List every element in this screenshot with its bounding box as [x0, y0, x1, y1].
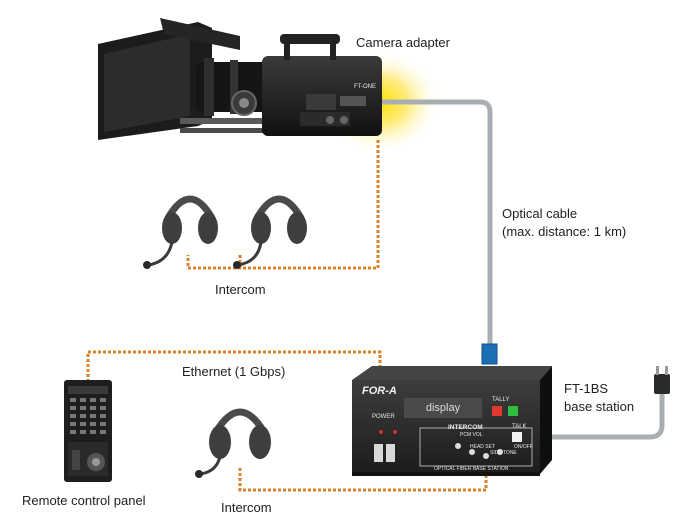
base-station-label-line2: base station	[564, 399, 635, 414]
base-station-footer: OPTICAL FIBER BASE STATION	[434, 466, 509, 472]
optical-cable-label-line1: Optical cable	[502, 206, 578, 221]
power-cable	[552, 392, 665, 440]
intercom-panel-label: INTERCOM	[448, 424, 483, 431]
base-station-display: display	[404, 398, 482, 418]
talk-label: TALK	[512, 424, 527, 430]
headset-label: HEAD SET	[470, 444, 496, 450]
base-station-label-line1: FT-1BS	[564, 381, 609, 396]
remote-panel-label: Remote control panel	[22, 493, 146, 508]
optical-cable-label-line2: (max. distance: 1 km)	[502, 224, 627, 239]
base-station-icon	[352, 366, 552, 476]
ethernet-cable	[86, 350, 382, 382]
headset-icon-1	[143, 195, 218, 269]
camera-adapter-label: Camera adapter	[356, 35, 450, 50]
pcm-vol-label: PCM VOL	[460, 432, 483, 438]
intercom-cable-top	[186, 140, 380, 270]
on-off-label: ON/OFF	[514, 444, 533, 450]
side-tone-label: SIDE TONE	[490, 450, 517, 456]
headset-icon-2	[233, 195, 307, 269]
camera-model-label: FT-ONE	[354, 84, 376, 90]
tally-label: TALLY	[492, 397, 510, 403]
optical-cable	[382, 99, 493, 345]
base-station-brand: FOR-A	[362, 385, 397, 397]
remote-control-panel-icon	[64, 380, 112, 482]
power-label: POWER	[372, 414, 395, 420]
optical-connector	[481, 343, 498, 365]
headset-icon-3	[195, 408, 271, 478]
ethernet-label: Ethernet (1 Gbps)	[182, 364, 286, 379]
power-plug-icon	[654, 366, 670, 394]
camera-icon	[98, 18, 382, 140]
intercom-label-top: Intercom	[215, 282, 266, 297]
intercom-label-bottom: Intercom	[221, 500, 272, 515]
